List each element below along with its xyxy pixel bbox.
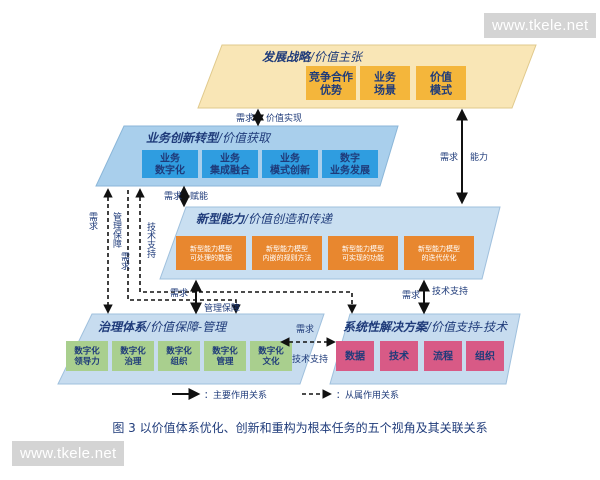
solution-item-box bbox=[336, 341, 374, 371]
business-item-1: 业务数字化 bbox=[142, 150, 198, 178]
watermark-top: www.tkele.net bbox=[484, 13, 597, 38]
capability-subtitle: /价值创造和传递 bbox=[243, 212, 333, 226]
label-tech-support-2: 技术支持 bbox=[292, 353, 328, 365]
solution-item-label: 组织 bbox=[475, 350, 495, 363]
business-item-label: 业务集成融合 bbox=[209, 152, 251, 177]
label-demand-4: 需求 bbox=[170, 287, 188, 299]
capability-item-label: 新型能力模型内嵌的规则方法 bbox=[263, 244, 312, 262]
business-item-label: 业务模式创新 bbox=[270, 152, 310, 177]
capability-title: 新型能力/价值创造和传递 bbox=[196, 212, 333, 226]
governance-item-4: 数字化管理 bbox=[204, 341, 246, 371]
solution-item-box bbox=[380, 341, 418, 371]
strategy-item-box bbox=[306, 66, 356, 100]
label-demand-1: 需求 bbox=[236, 112, 254, 124]
label-empower: 赋能 bbox=[190, 190, 208, 202]
solution-item-2: 技术 bbox=[380, 341, 418, 371]
watermark-bottom: www.tkele.net bbox=[12, 441, 125, 466]
business-item-2: 业务集成融合 bbox=[202, 150, 258, 178]
strategy-title: 发展战略/价值主张 bbox=[262, 50, 364, 64]
capability-item-3: 新型能力模型可实现的功能 bbox=[328, 236, 398, 270]
governance-item-label: 数字化管理 bbox=[212, 346, 238, 368]
governance-item-label: 数字化治理 bbox=[120, 346, 146, 368]
label-tech-support-vert: 技术支持 bbox=[145, 221, 156, 259]
business-item-box bbox=[262, 150, 318, 178]
solution-title: 系统性解决方案/价值支持-技术 bbox=[343, 320, 508, 334]
solution-item-4: 组织 bbox=[466, 341, 504, 371]
label-tech-support-1: 技术支持 bbox=[432, 285, 468, 297]
label-demand-3: 需求 bbox=[164, 190, 182, 202]
label-tech-support-1a: 技术支持 bbox=[432, 285, 468, 297]
business-item-4: 数字业务发展 bbox=[322, 150, 378, 178]
capability-item-label: 新型能力模型可处理的数据 bbox=[190, 244, 232, 262]
governance-item-box bbox=[112, 341, 154, 371]
label-value-realize: 价值实现 bbox=[266, 112, 302, 124]
solution-item-box bbox=[466, 341, 504, 371]
business-item-3: 业务模式创新 bbox=[262, 150, 318, 178]
label-capability: 能力 bbox=[470, 151, 488, 163]
strategy-item-label: 竞争合作优势 bbox=[309, 69, 353, 96]
governance-item-1: 数字化领导力 bbox=[66, 341, 108, 371]
solution-item-1: 数据 bbox=[336, 341, 374, 371]
governance-title: 治理体系/价值保障-管理 bbox=[98, 320, 228, 334]
governance-item-5: 数字化文化 bbox=[250, 341, 292, 371]
label-demand-6: 需求 bbox=[296, 323, 314, 335]
solution-item-box bbox=[424, 341, 462, 371]
business-title: 业务创新转型/价值获取 bbox=[146, 131, 272, 145]
label-mgmt-support-left: 管理保障 bbox=[111, 211, 122, 249]
label-demand-5: 需求 bbox=[402, 289, 420, 301]
governance-item-label: 数字化文化 bbox=[258, 346, 284, 368]
governance-subtitle: /价值保障-管理 bbox=[145, 320, 228, 334]
capability-item-2: 新型能力模型内嵌的规则方法 bbox=[252, 236, 322, 270]
solution-item-3: 流程 bbox=[424, 341, 462, 371]
capability-item-box bbox=[404, 236, 474, 270]
strategy-item-1: 竞争合作优势 bbox=[306, 66, 356, 100]
strategy-item-box bbox=[416, 66, 466, 100]
business-item-label: 数字业务发展 bbox=[330, 152, 370, 177]
governance-item-2: 数字化治理 bbox=[112, 341, 154, 371]
governance-item-box bbox=[158, 341, 200, 371]
label-demand-2: 需求 bbox=[440, 151, 458, 163]
business-item-box bbox=[202, 150, 258, 178]
strategy-item-label: 价值模式 bbox=[430, 69, 452, 96]
capability-item-label: 新型能力模型可实现的功能 bbox=[342, 244, 384, 262]
strategy-subtitle: /价值主张 bbox=[309, 50, 364, 64]
dashed-business-solution bbox=[135, 188, 357, 314]
label-mgmt-support-bottom: 管理保障 bbox=[204, 302, 240, 314]
capability-item-4: 新型能力模型的迭代优化 bbox=[404, 236, 474, 270]
label-demand-mid: 需求 bbox=[119, 252, 130, 270]
solution-item-label: 技术 bbox=[389, 350, 409, 363]
capability-item-label: 新型能力模型的迭代优化 bbox=[418, 244, 460, 262]
governance-item-label: 数字化组织 bbox=[166, 346, 192, 368]
strategy-item-label: 业务场景 bbox=[374, 69, 397, 96]
business-subtitle: /价值获取 bbox=[217, 131, 272, 145]
governance-item-box bbox=[204, 341, 246, 371]
governance-item-label: 数字化领导力 bbox=[73, 346, 100, 368]
label-demand-left: 需求 bbox=[87, 212, 98, 230]
capability-item-1: 新型能力模型可处理的数据 bbox=[176, 236, 246, 270]
solution-subtitle: /价值支持-技术 bbox=[426, 320, 508, 334]
solution-item-label: 流程 bbox=[433, 350, 453, 363]
business-item-box bbox=[142, 150, 198, 178]
governance-item-box bbox=[66, 341, 108, 371]
strategy-item-box bbox=[360, 66, 410, 100]
governance-item-3: 数字化组织 bbox=[158, 341, 200, 371]
business-item-label: 业务数字化 bbox=[155, 152, 185, 177]
figure-caption: 图 3 以价值体系优化、创新和重构为根本任务的五个视角及其关联关系 bbox=[112, 421, 488, 435]
business-item-box bbox=[322, 150, 378, 178]
strategy-item-2: 业务场景 bbox=[360, 66, 410, 100]
legend-main-label: ：主要作用关系 bbox=[204, 389, 267, 401]
legend-secondary-label: ：从属作用关系 bbox=[336, 389, 399, 401]
strategy-item-3: 价值模式 bbox=[416, 66, 466, 100]
solution-item-label: 数据 bbox=[345, 350, 365, 363]
